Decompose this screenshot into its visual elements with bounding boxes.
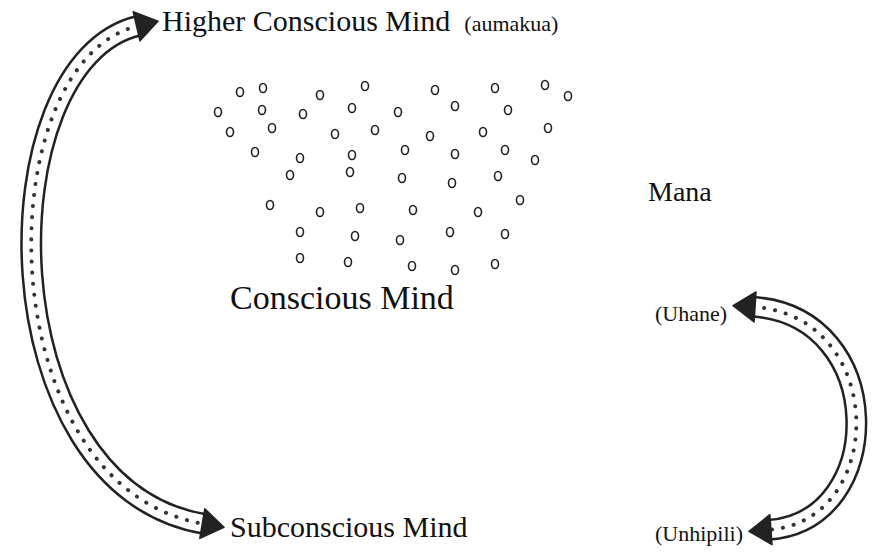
hawaiian-name: (Unhipili) — [655, 521, 743, 546]
cord-dots — [31, 26, 204, 524]
mind-name: Conscious Mind — [230, 278, 454, 317]
mind-level: Conscious Mind(Uhane) — [230, 278, 727, 317]
energy-cord — [31, 12, 224, 539]
cord-fill — [753, 307, 856, 530]
arrow-head — [749, 515, 772, 545]
arrow-heads — [733, 292, 772, 545]
hawaiian-name: (Uhane) — [655, 301, 727, 326]
arrow-head — [200, 509, 224, 539]
mind-level: Higher Conscious Mind (aumakua) — [162, 4, 558, 39]
cord-fill — [31, 26, 204, 524]
arrow-head — [133, 12, 158, 41]
mind-name: Higher Conscious Mind — [162, 4, 450, 39]
energy-cord — [733, 292, 856, 545]
mind-level: Subconscious Mind (Unhipili) — [230, 510, 743, 545]
hawaiian-name: (aumakua) — [464, 11, 558, 36]
cord-outline — [753, 307, 856, 530]
connector-layer — [31, 12, 856, 545]
energy-label: Mana — [648, 176, 712, 208]
arrow-heads — [133, 12, 224, 539]
mana-particles — [215, 81, 572, 275]
cord-outline — [31, 26, 204, 524]
mind-name: Subconscious Mind — [230, 510, 468, 545]
cord-dots — [753, 307, 856, 530]
arrow-head — [733, 292, 756, 322]
